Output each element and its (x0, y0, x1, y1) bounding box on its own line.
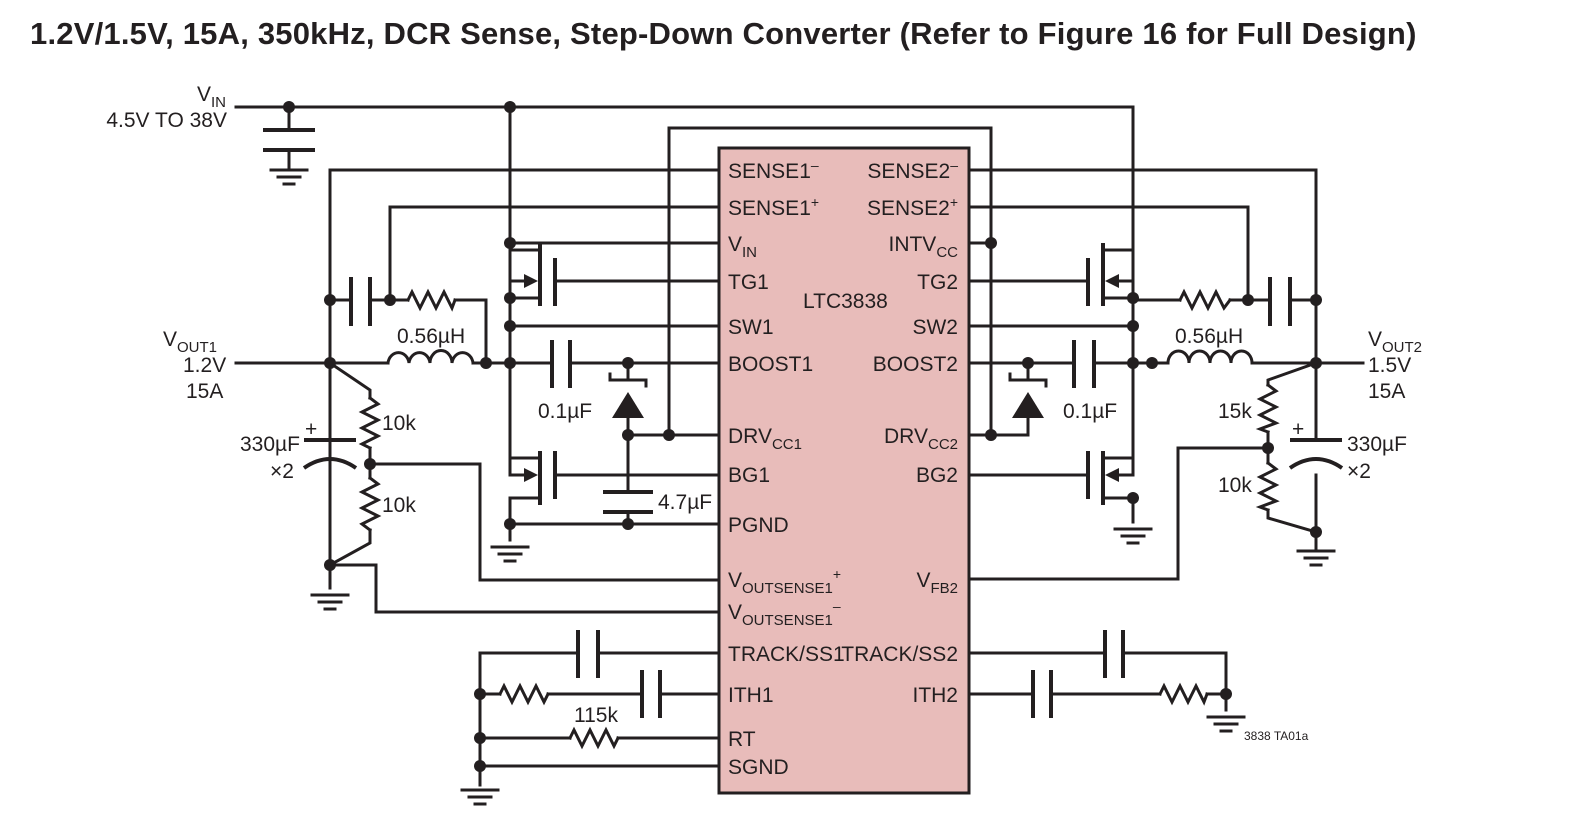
cout2-multiplier: ×2 (1347, 460, 1371, 483)
pin-sense1-plus: SENSE1+ (728, 194, 819, 220)
vin-label: VIN (197, 83, 226, 111)
pin-voutsense1-minus: VOUTSENSE1– (728, 598, 841, 629)
component-labels: VIN 4.5V TO 38V VOUT1 1.2V 15A VOUT2 1.5… (106, 83, 1422, 743)
cout1-value: 330µF (240, 433, 300, 456)
ic-name: LTC3838 (803, 290, 888, 313)
inductors (386, 349, 1254, 365)
cout1-plus: + (305, 418, 317, 441)
pin-bg1: BG1 (728, 464, 770, 487)
pin-boost2: BOOST2 (873, 353, 958, 376)
vout2-current-label: 15A (1368, 380, 1405, 403)
pin-intvcc: INTVCC (888, 233, 958, 261)
vout1-label: VOUT1 (163, 328, 217, 356)
pin-track-ss2: TRACK/SS2 (841, 643, 958, 666)
pin-pgnd: PGND (728, 514, 789, 537)
pin-sense2-minus: SENSE2– (867, 157, 958, 183)
r-top1-value: 10k (382, 412, 416, 435)
boost-cap1-value: 0.1µF (538, 400, 592, 423)
pin-voutsense1-plus: VOUTSENSE1+ (728, 566, 841, 597)
pin-tg2: TG2 (917, 271, 958, 294)
pin-rt: RT (728, 728, 756, 751)
r-top2-value: 15k (1218, 400, 1252, 423)
capacitors (263, 128, 1344, 718)
pin-sense2-plus: SENSE2+ (867, 194, 958, 220)
r-bot2-value: 10k (1218, 474, 1252, 497)
pin-drvcc1: DRVCC1 (728, 425, 802, 453)
inductor2-value: 0.56µH (1175, 325, 1243, 348)
pin-sw1: SW1 (728, 316, 774, 339)
ic-pin-labels: LTC3838 SENSE1– SENSE1+ VIN TG1 SW1 BOOS… (728, 157, 958, 779)
boost-diodes (608, 372, 1048, 418)
drvcc-cap-value: 4.7µF (658, 491, 712, 514)
cout2-plus: + (1292, 418, 1304, 441)
pin-sense1-minus: SENSE1– (728, 157, 819, 183)
rt-resistor-value: 115k (574, 704, 618, 727)
cout1-multiplier: ×2 (270, 460, 294, 483)
vout2-label: VOUT2 (1368, 328, 1422, 356)
pin-boost1: BOOST1 (728, 353, 813, 376)
pin-tg1: TG1 (728, 271, 769, 294)
junction-dots (283, 101, 1322, 772)
vout1-current-label: 15A (186, 380, 223, 403)
ic-body (717, 146, 971, 795)
pin-bg2: BG2 (916, 464, 958, 487)
pin-track-ss1: TRACK/SS1 (728, 643, 845, 666)
inductor1-value: 0.56µH (397, 325, 465, 348)
pin-ith1: ITH1 (728, 684, 774, 707)
figure-title: 1.2V/1.5V, 15A, 350kHz, DCR Sense, Step-… (30, 16, 1417, 51)
resistors (358, 288, 1280, 750)
cout2-value: 330µF (1347, 433, 1407, 456)
pin-drvcc2: DRVCC2 (884, 425, 958, 453)
vout2-voltage-label: 1.5V (1368, 354, 1411, 377)
vout1-voltage-label: 1.2V (183, 354, 226, 377)
pin-vfb2: VFB2 (916, 569, 958, 597)
pin-sgnd: SGND (728, 756, 789, 779)
pin-sw2: SW2 (912, 316, 958, 339)
figure-code: 3838 TA01a (1244, 729, 1309, 743)
vin-range-label: 4.5V TO 38V (106, 109, 227, 132)
wires (234, 105, 1365, 787)
r-bot1-value: 10k (382, 494, 416, 517)
pin-vin: VIN (728, 233, 757, 261)
pin-ith2: ITH2 (912, 684, 958, 707)
boost-cap2-value: 0.1µF (1063, 400, 1117, 423)
mosfets (508, 243, 1135, 505)
